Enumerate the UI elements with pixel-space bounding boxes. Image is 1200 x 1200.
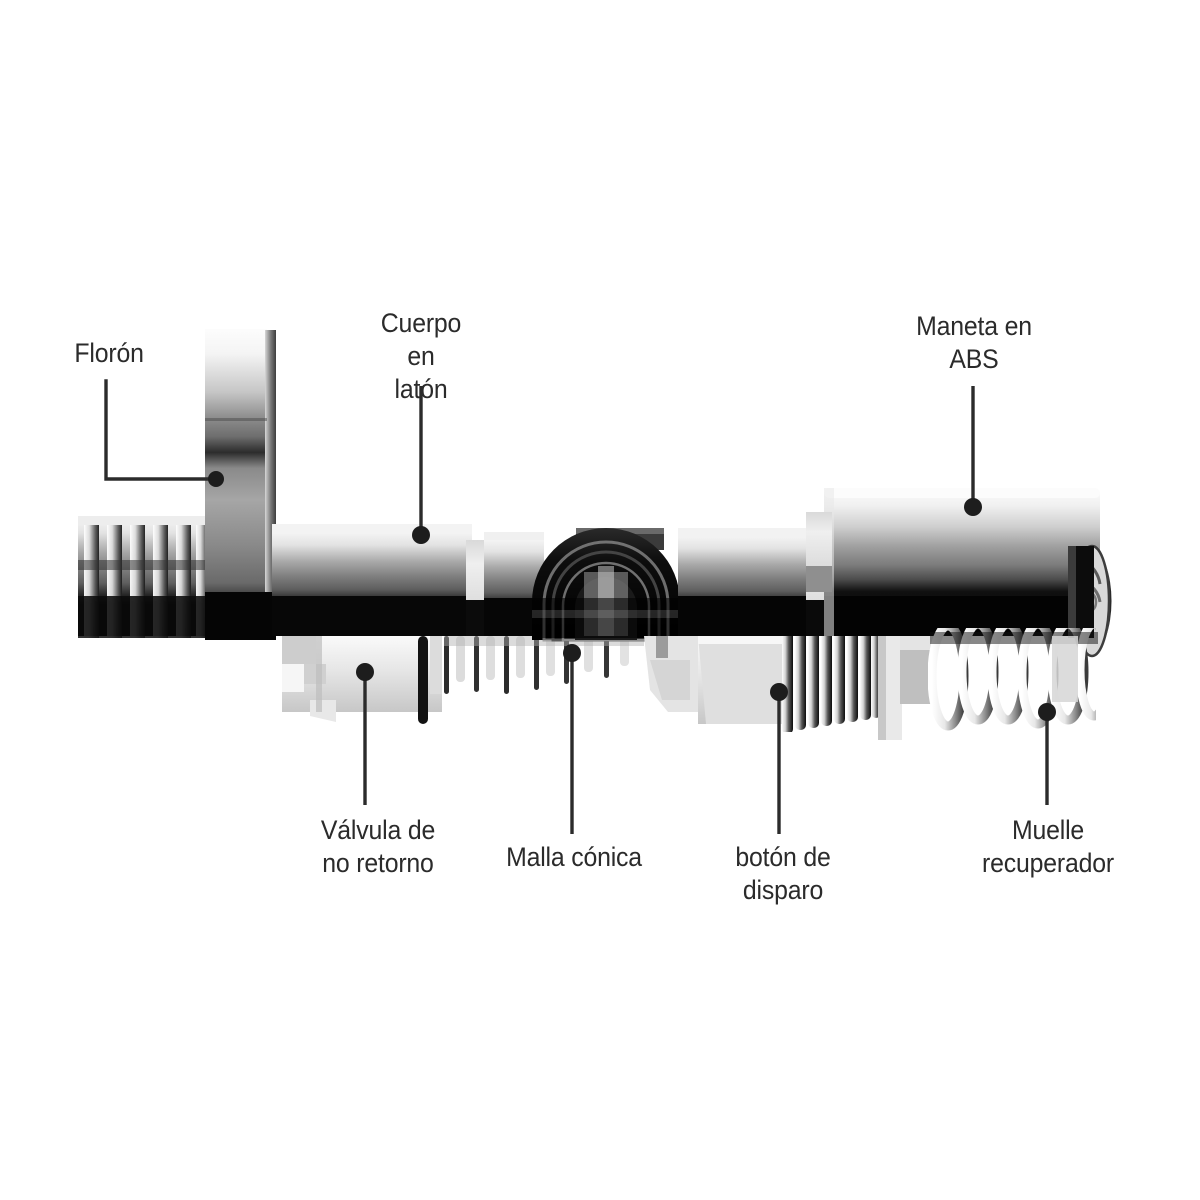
part-fine-thread-pins — [444, 636, 644, 694]
callout-label-muelle-recuperador: Muelle recuperador — [982, 815, 1114, 878]
leader-dot-maneta-abs — [964, 498, 982, 516]
part-check-valve — [282, 636, 442, 724]
callout-leaders — [104, 379, 1056, 834]
part-abs-handle — [806, 488, 1100, 636]
part-threaded-inlet — [78, 516, 210, 638]
callout-label-boton-disparo: botón de disparo — [735, 842, 831, 905]
callout-label-maneta-abs: Maneta en ABS — [916, 311, 1032, 374]
leader-dot-boton-disparo — [770, 683, 788, 701]
callout-label-floron: Florón — [74, 338, 144, 368]
part-return-spring — [928, 628, 1098, 731]
part-trigger-stem — [644, 636, 936, 740]
callout-label-malla-conica: Malla cónica — [506, 842, 642, 872]
part-conical-mesh — [532, 528, 682, 642]
leader-dot-cuerpo-laton — [412, 526, 430, 544]
callout-label-valvula-no-retorno: Válvula de no retorno — [320, 815, 436, 878]
part-end-cap — [1068, 544, 1112, 658]
part-brass-body — [272, 524, 544, 636]
leader-dot-muelle-recuperador — [1038, 703, 1056, 721]
leader-dot-valvula-no-retorno — [356, 663, 374, 681]
leader-dot-floron — [208, 471, 224, 487]
callout-label-cuerpo-laton: Cuerpo en latón — [380, 308, 462, 404]
part-mid-housing — [678, 528, 828, 636]
leader-dot-malla-conica — [563, 644, 581, 662]
